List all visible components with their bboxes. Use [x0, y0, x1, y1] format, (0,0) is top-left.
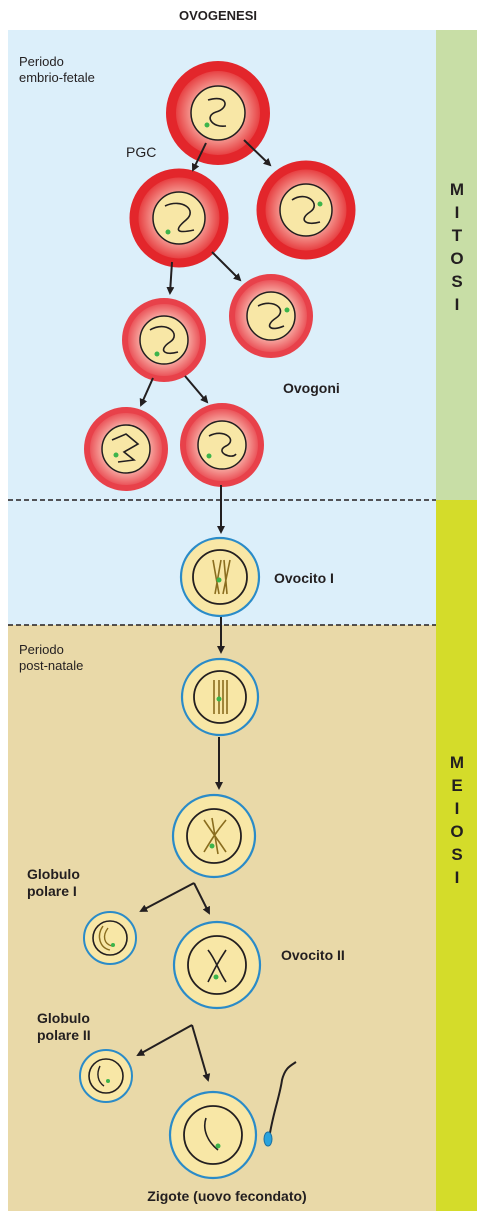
arrows: [136, 139, 272, 1082]
zygote-cell: [168, 1090, 258, 1180]
globulo-2-label-line2: polare II: [37, 1027, 91, 1043]
diagram-title: OVOGENESI: [179, 8, 257, 23]
arrow: [193, 882, 210, 915]
ovogonium: [84, 407, 168, 491]
globulo-1-label-line2: polare I: [27, 883, 77, 899]
period-embryo-label-line1: Periodo: [19, 54, 64, 69]
ovocito-2-cell: [172, 920, 262, 1010]
meiosi-letter: M: [450, 753, 464, 772]
ovogonium: [229, 274, 313, 358]
ovocito-1-label: Ovocito I: [274, 570, 334, 586]
mitosi-letter: I: [455, 203, 460, 222]
globulo-2-label-line1: Globulo: [37, 1010, 90, 1026]
ovocito-1-cell: [179, 536, 261, 618]
period-post-label-line2: post-natale: [19, 658, 83, 673]
polar-body-2: [79, 1049, 133, 1103]
arrow: [191, 142, 207, 172]
mitosi-letters: M I T O S I: [450, 180, 464, 314]
polar-body-1: [83, 911, 137, 965]
period-post-label-line1: Periodo: [19, 642, 64, 657]
oocyte-postnatal-2: [171, 793, 257, 879]
arrow: [191, 1024, 211, 1082]
meiosi-letter: I: [455, 799, 460, 818]
arrow: [211, 251, 242, 282]
ovogonium: [180, 403, 264, 487]
arrow: [136, 1024, 193, 1056]
mitosi-letter: T: [452, 226, 463, 245]
sperm-icon: [263, 1061, 297, 1147]
arrow: [184, 375, 209, 404]
pgc-daughter-right: [256, 160, 356, 260]
ovogonium: [122, 298, 206, 382]
ovogoni-label: Ovogoni: [283, 380, 340, 396]
meiosi-letter: O: [450, 822, 463, 841]
meiosi-letters: M E I O S I: [450, 753, 464, 887]
zigote-label: Zigote (uovo fecondato): [147, 1188, 306, 1204]
meiosi-band: [436, 500, 477, 1211]
arrow: [166, 261, 175, 295]
mitosi-letter: O: [450, 249, 463, 268]
arrow: [243, 139, 272, 167]
period-embryo-label-line2: embrio-fetale: [19, 70, 95, 85]
pgc-label: PGC: [126, 144, 156, 160]
pgc-cell: [166, 61, 270, 165]
oocyte-postnatal-1: [180, 657, 260, 737]
mitosi-band: [436, 30, 477, 500]
mitosi-letter: I: [455, 295, 460, 314]
arrow: [139, 882, 195, 912]
arrow: [139, 377, 154, 407]
pgc-daughter-left: [129, 168, 229, 268]
meiosi-letter: S: [451, 845, 462, 864]
mitosi-letter: M: [450, 180, 464, 199]
meiosi-letter: I: [455, 868, 460, 887]
meiosi-letter: E: [451, 776, 462, 795]
globulo-1-label-line1: Globulo: [27, 866, 80, 882]
ovocito-2-label: Ovocito II: [281, 947, 345, 963]
mitosi-letter: S: [451, 272, 462, 291]
